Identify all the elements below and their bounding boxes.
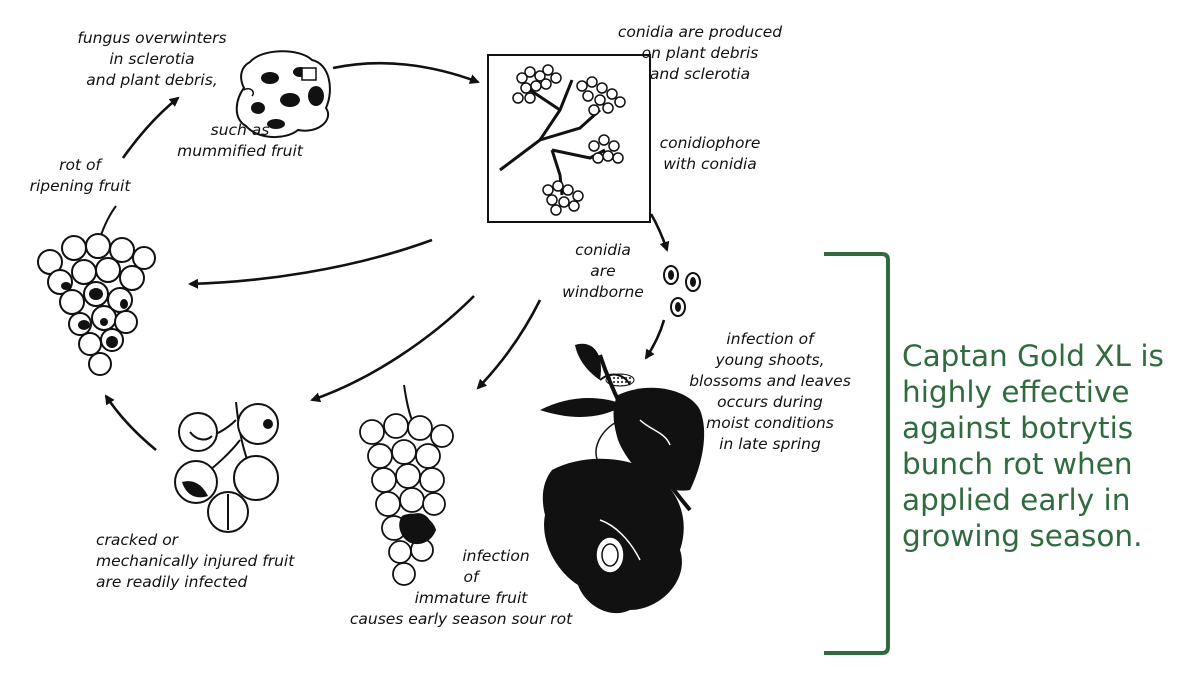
label-windborne: conidia are windborne: [562, 241, 644, 301]
callout-line: growing season.: [902, 519, 1143, 553]
arrow-to-overwinter: [121, 96, 180, 159]
sclerotia-illustration: [235, 50, 331, 138]
arrow-to-ripening-from-cracked: [104, 394, 157, 452]
callout-text: Captan Gold XL is highly effective again…: [902, 338, 1197, 554]
conidiophore-illustration: [487, 54, 651, 223]
callout-line: bunch rot when: [902, 447, 1133, 481]
cracked-fruit-illustration: [174, 401, 279, 533]
ripening-cluster-illustration: [37, 205, 156, 376]
arrow-to-immature: [476, 299, 542, 390]
immature-cluster-illustration: [359, 384, 454, 586]
callout-line: Captan Gold XL is: [902, 339, 1164, 373]
label-such-as: such as mummified fruit: [177, 121, 303, 160]
callout-bracket: [824, 252, 890, 655]
label-infection-shoots: infection of young shoots, blossoms and …: [689, 330, 851, 453]
label-rot-ripening: rot of ripening fruit: [29, 156, 131, 195]
label-conidiophore: conidiophore with conidia: [659, 134, 761, 173]
label-cracked: cracked or mechanically injured fruit ar…: [96, 531, 295, 591]
label-overwinter: fungus overwinters in sclerotia and plan…: [77, 29, 227, 89]
conidia-spores: [663, 265, 701, 317]
callout-line: highly effective: [902, 375, 1130, 409]
callout-line: against botrytis: [902, 411, 1134, 445]
cycle-arrows: [104, 61, 670, 452]
arrow-to-cracked: [310, 295, 475, 403]
label-conidia-produced: conidia are produced on plant debris and…: [617, 23, 783, 83]
arrow-to-conidia-box: [332, 61, 480, 84]
callout-line: applied early in: [902, 483, 1131, 517]
arrow-to-windborne: [649, 213, 670, 252]
arrow-to-shoots: [644, 319, 666, 360]
infected-shoot-illustration: [540, 343, 705, 614]
label-immature: infection of immature fruit causes early…: [349, 547, 573, 628]
arrow-to-ripening: [188, 238, 433, 289]
